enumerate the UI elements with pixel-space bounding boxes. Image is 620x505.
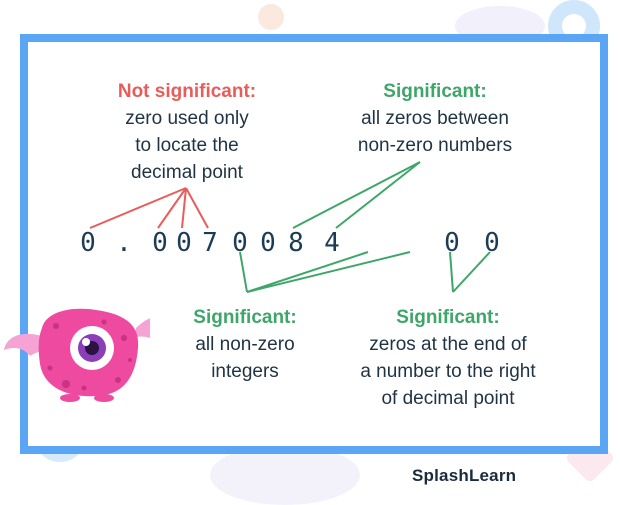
mascot-right-foot (94, 394, 114, 402)
not-significant-connectors (90, 188, 208, 228)
annotation-between-zeros: Significant: all zeros between non-zero … (330, 78, 540, 159)
trailing-zeros-line-1: zeros at the end of (336, 331, 560, 358)
trailing-zeros-connectors (450, 252, 490, 292)
between-zeros-line-2: non-zero numbers (330, 132, 540, 159)
not-significant-line-2: to locate the (92, 132, 282, 159)
trailing-zeros-line-3: of decimal point (336, 385, 560, 412)
mascot-eye-highlight (82, 338, 90, 346)
annotation-trailing-zeros: Significant: zeros at the end of a numbe… (336, 304, 560, 412)
pink-monster-mascot (0, 298, 150, 408)
non-zero-line-2: integers (170, 358, 320, 385)
non-zero-connectors (240, 252, 410, 292)
non-zero-line-1: all non-zero (170, 331, 320, 358)
annotation-not-significant: Not significant: zero used only to locat… (92, 78, 282, 186)
between-zeros-connectors (293, 162, 420, 228)
between-zeros-line-1: all zeros between (330, 105, 540, 132)
non-zero-heading: Significant: (170, 304, 320, 331)
trailing-zeros-line-2: a number to the right (336, 358, 560, 385)
not-significant-heading: Not significant: (92, 78, 282, 105)
trailing-zeros-heading: Significant: (336, 304, 560, 331)
not-significant-line-3: decimal point (92, 159, 282, 186)
splashlearn-logo: SplashLearn (412, 466, 516, 486)
between-zeros-heading: Significant: (330, 78, 540, 105)
not-significant-line-1: zero used only (92, 105, 282, 132)
annotation-non-zero: Significant: all non-zero integers (170, 304, 320, 385)
mascot-left-foot (60, 394, 80, 402)
